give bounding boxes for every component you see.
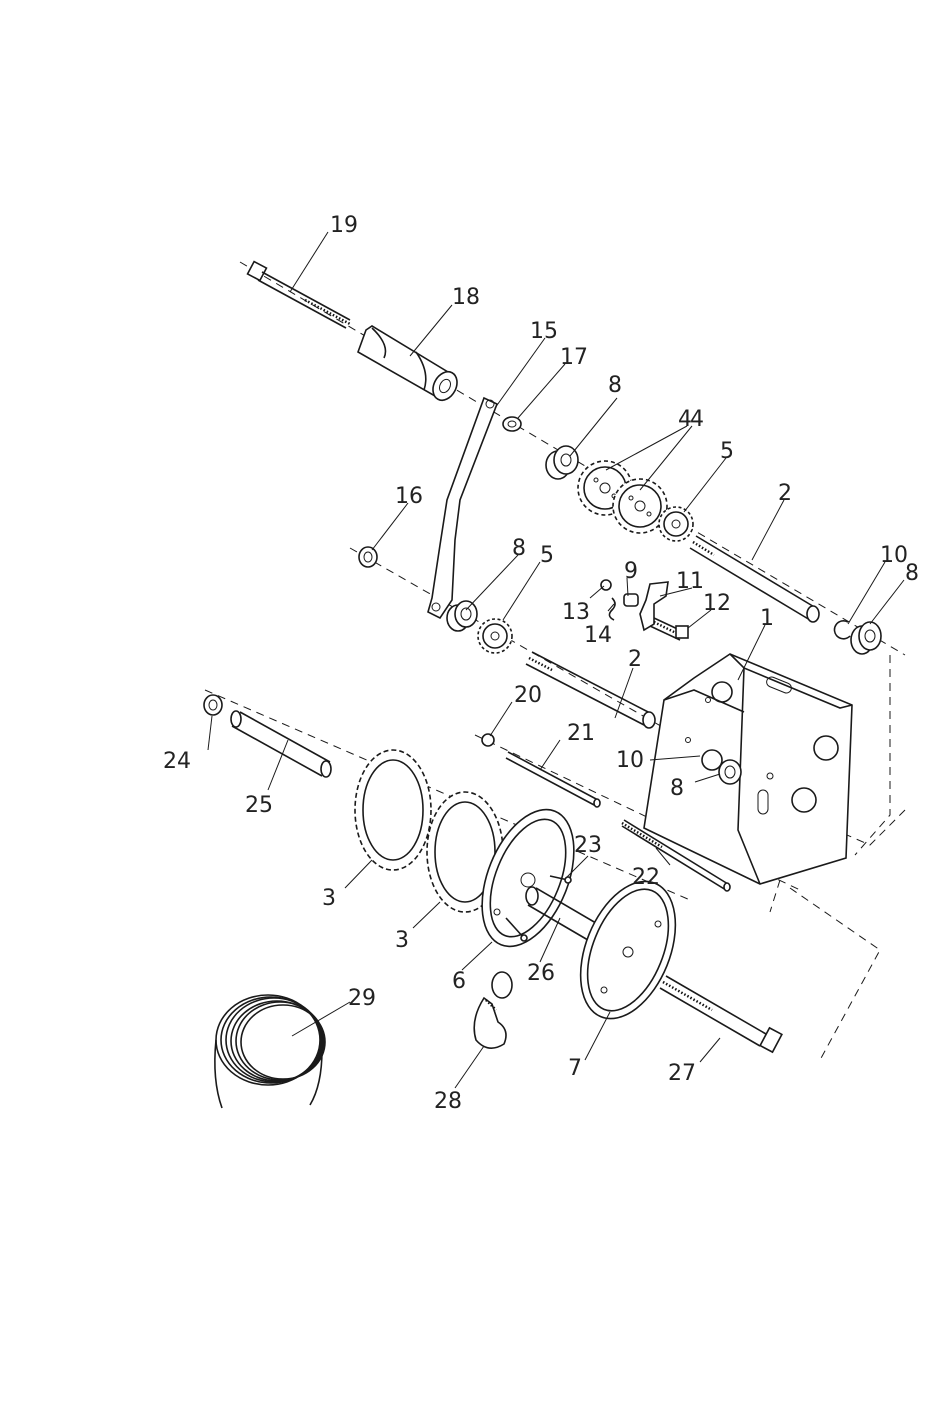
label-part-17: 17 bbox=[560, 345, 588, 370]
label-part-2-lower: 2 bbox=[628, 647, 642, 672]
clip-part-10-upper bbox=[834, 621, 850, 639]
label-part-8-left: 8 bbox=[512, 536, 526, 561]
label-part-29: 29 bbox=[348, 986, 376, 1011]
label-part-22: 22 bbox=[632, 865, 660, 890]
label-part-3-a: 3 bbox=[322, 886, 336, 911]
label-part-19: 19 bbox=[330, 213, 358, 238]
label-part-8-right: 8 bbox=[905, 561, 919, 586]
nut-part-16 bbox=[359, 547, 377, 567]
label-part-9: 9 bbox=[624, 559, 638, 584]
nut-part-24 bbox=[204, 695, 222, 715]
label-part-28: 28 bbox=[434, 1089, 462, 1114]
label-part-25: 25 bbox=[245, 793, 273, 818]
label-part-7: 7 bbox=[568, 1056, 582, 1081]
label-part-21: 21 bbox=[567, 721, 595, 746]
assembly-axis-lines bbox=[205, 262, 905, 1060]
frame-part-1 bbox=[644, 654, 852, 884]
bolt-part-19 bbox=[248, 262, 350, 328]
bushing-part-8-right bbox=[851, 622, 881, 654]
label-part-5-upper: 5 bbox=[720, 439, 734, 464]
pinion-part-5-upper bbox=[659, 507, 693, 541]
label-part-24: 24 bbox=[163, 749, 191, 774]
sprocket-part-3-a bbox=[355, 750, 431, 870]
label-part-8-frame: 8 bbox=[670, 776, 684, 801]
pawl-assembly bbox=[601, 580, 688, 640]
tube-part-25 bbox=[231, 711, 331, 777]
label-part-1: 1 bbox=[760, 606, 774, 631]
nut-part-20 bbox=[482, 734, 494, 746]
pinion-part-5-lower bbox=[478, 619, 512, 653]
handle-grip-part-18 bbox=[358, 326, 462, 404]
label-part-11: 11 bbox=[676, 569, 704, 594]
hook-part-28 bbox=[474, 972, 512, 1048]
label-part-12: 12 bbox=[703, 591, 731, 616]
label-part-13: 13 bbox=[562, 600, 590, 625]
label-part-6: 6 bbox=[452, 969, 466, 994]
label-part-15: 15 bbox=[530, 319, 558, 344]
bushing-part-8-upper bbox=[546, 446, 578, 479]
label-part-8-upper: 8 bbox=[608, 373, 622, 398]
label-part-10-lower: 10 bbox=[616, 748, 644, 773]
crank-arm-part-15 bbox=[428, 398, 497, 618]
label-part-5-lower: 5 bbox=[540, 543, 554, 568]
leader-lines bbox=[208, 232, 904, 1088]
plate-part-7 bbox=[562, 868, 694, 1033]
label-part-14: 14 bbox=[584, 623, 612, 648]
label-part-18: 18 bbox=[452, 285, 480, 310]
label-part-10-upper: 10 bbox=[880, 543, 908, 568]
nut-part-17 bbox=[503, 417, 521, 431]
label-part-3-b: 3 bbox=[395, 928, 409, 953]
label-part-20: 20 bbox=[514, 683, 542, 708]
bolt-part-27 bbox=[660, 976, 782, 1052]
bushing-part-8-left bbox=[447, 601, 477, 631]
part-labels: 19 18 15 17 8 4 4 5 2 16 8 5 13 9 11 12 … bbox=[163, 213, 919, 1114]
rod-part-21 bbox=[506, 752, 600, 807]
label-part-16: 16 bbox=[395, 484, 423, 509]
label-part-27: 27 bbox=[668, 1061, 696, 1086]
label-part-26: 26 bbox=[527, 961, 555, 986]
label-part-23: 23 bbox=[574, 833, 602, 858]
wire-coil-part-29 bbox=[215, 995, 325, 1108]
label-part-4-b: 4 bbox=[690, 407, 704, 432]
label-part-2-upper: 2 bbox=[778, 481, 792, 506]
